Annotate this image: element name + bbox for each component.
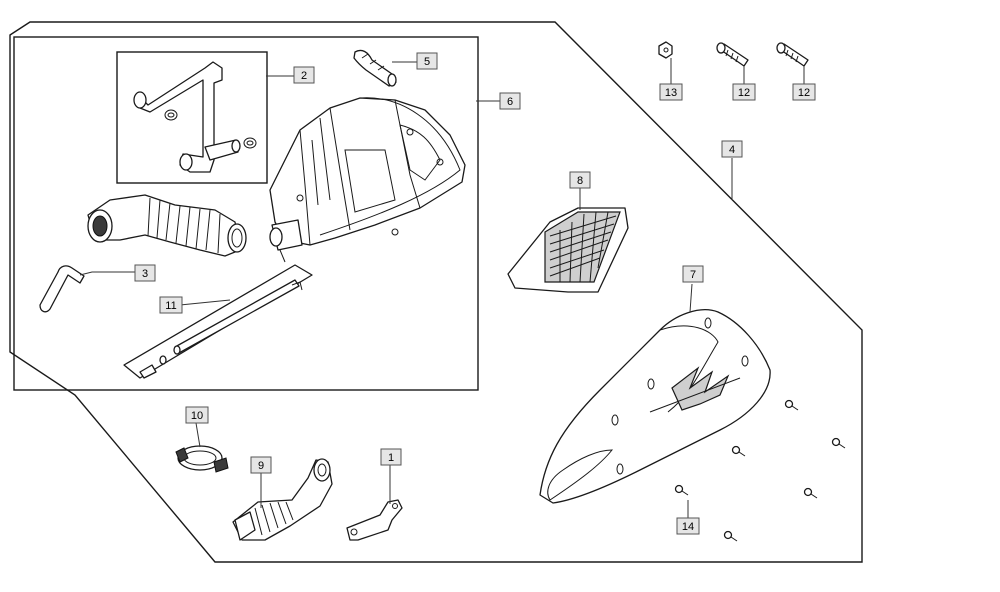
bolt-part-b [776,42,809,67]
callout-12-right-label: 12 [798,87,810,99]
inner-assembly-frame [13,36,479,391]
hose-set-frame [116,51,268,184]
callout-5: 5 [416,52,438,70]
callout-12-left-label: 12 [738,87,750,99]
bracket-part [346,499,403,541]
intake-hose-part [232,458,333,541]
callout-13: 13 [659,83,683,101]
small-hose-part [353,49,397,87]
assembly-outline-frame [9,21,863,563]
air-cleaner-cover-part [539,309,771,504]
callout-3: 3 [134,264,156,282]
callout-9: 9 [250,456,272,474]
callout-9-label: 9 [258,460,264,472]
air-cleaner-case-part [269,97,466,263]
callout-7-label: 7 [690,269,696,281]
callout-12-right: 12 [792,83,816,101]
callout-12-left: 12 [732,83,756,101]
callout-2: 2 [293,66,315,84]
callout-11-label: 11 [165,300,176,312]
callout-3-label: 3 [142,268,148,280]
callout-5-label: 5 [424,56,430,68]
bolt-part-a [716,42,749,67]
drain-pipe-part [39,265,85,313]
callout-2-label: 2 [301,70,307,82]
callout-6: 6 [499,92,521,110]
callout-10: 10 [185,406,209,424]
callout-4-label: 4 [729,144,735,156]
callout-6-label: 6 [507,96,513,108]
flange-nut-part [658,41,673,59]
callout-1: 1 [380,448,402,466]
hose-clip-part [164,109,257,149]
air-filter-element-part [507,207,629,293]
callout-leaders [79,58,805,518]
callout-1-label: 1 [388,452,394,464]
callout-14: 14 [676,517,700,535]
callout-14-label: 14 [682,521,694,533]
callout-11: 11 [159,296,183,314]
hose-clamp-part [175,445,229,473]
callout-8: 8 [569,171,591,189]
callout-4: 4 [721,140,743,158]
screw-parts [674,399,846,542]
callout-10-label: 10 [191,410,203,422]
callout-7: 7 [682,265,704,283]
bent-pipe-part [133,61,241,173]
tube-kit-part [123,264,313,379]
intake-duct-part [87,194,247,257]
callout-13-label: 13 [665,87,677,99]
callout-8-label: 8 [577,175,583,187]
